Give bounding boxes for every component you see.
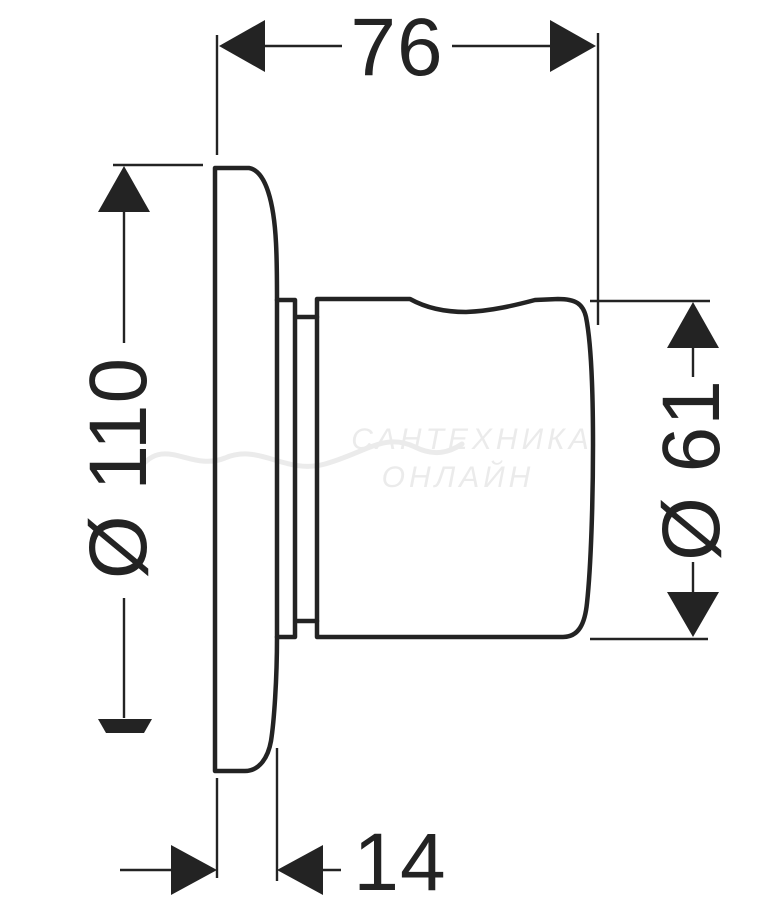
watermark-squiggle [137,439,465,471]
extension-lines-right [590,299,710,641]
arrowhead-left-icon [277,845,323,895]
arrowhead-left-icon [219,20,265,72]
escutcheon-plate-profile [212,165,280,774]
dimension-left-diameter [98,163,203,733]
extension-lines-top [215,33,600,325]
dim-label-left-diameter: Ø 110 [73,356,164,580]
arrowhead-up-icon [98,166,150,212]
watermark-text-line2: ОНЛАЙН [381,461,535,494]
arrowhead-down-icon [667,592,719,637]
arrowhead-up-icon [667,302,719,348]
neck-step-lines [274,297,320,640]
dim-label-right-diameter: Ø 61 [646,379,737,561]
arrowhead-right-icon [550,20,596,72]
extension-lines-bottom [215,748,279,881]
arrowhead-right-icon [171,845,217,895]
dimension-right-diameter [590,299,719,641]
handle-knob-profile [314,296,596,640]
dim-label-bottom-depth: 14 [353,817,447,908]
arrowhead-down-clipped-icon [98,719,152,733]
dim-label-top-width: 76 [350,2,444,93]
dimension-bottom-depth [120,748,341,895]
watermark-text-line1: САНТЕХНИКА [351,423,593,456]
dimension-top-width [215,20,600,325]
